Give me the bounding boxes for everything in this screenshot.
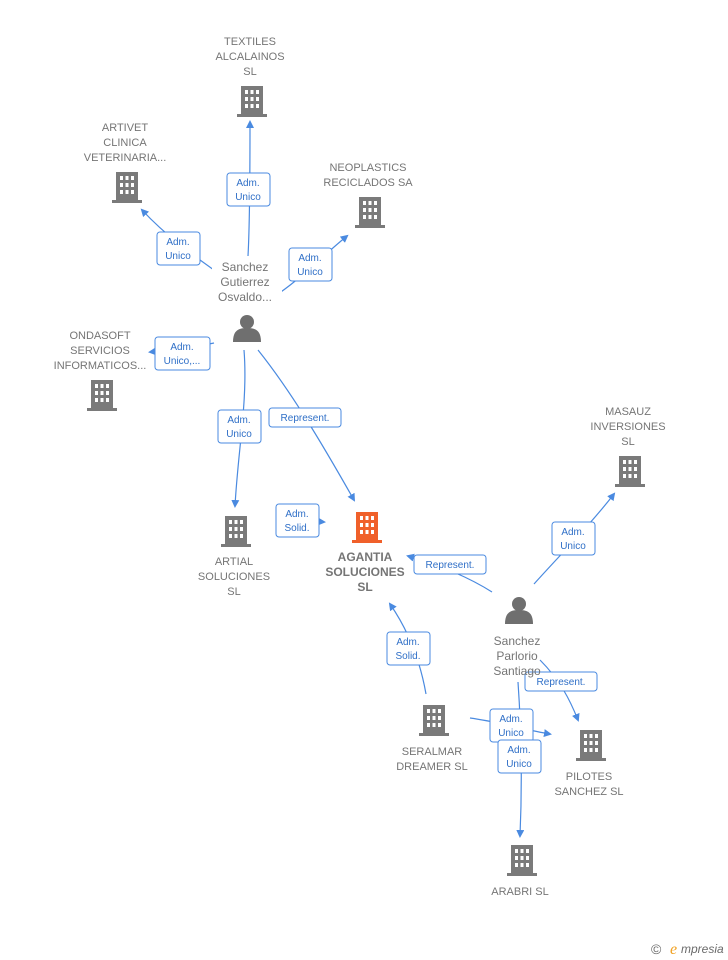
copyright-icon: © — [651, 941, 662, 957]
edges — [140, 120, 616, 838]
node-label: ONDASOFT — [69, 330, 130, 342]
building-icon — [615, 456, 645, 487]
node-label: Santiago — [493, 664, 541, 678]
node-ondasoft[interactable]: ONDASOFT SERVICIOS INFORMATICOS... — [54, 330, 147, 411]
node-artial[interactable]: ARTIAL SOLUCIONES SL — [198, 516, 270, 598]
building-icon — [576, 730, 606, 761]
edge-label-text: Represent. — [281, 413, 330, 424]
node-label: SL — [621, 436, 634, 448]
node-label: Osvaldo... — [218, 290, 272, 304]
edge-label-e8[interactable]: Represent. — [413, 554, 487, 575]
edge-label-text: Adm. — [170, 342, 193, 353]
edge-label-e7[interactable]: Adm. Solid. — [275, 503, 320, 538]
node-label: INVERSIONES — [590, 421, 665, 433]
brand-initial: e — [670, 941, 677, 958]
edge-label-text: Unico — [165, 251, 191, 262]
node-label: Sanchez — [494, 634, 541, 648]
node-label: SL — [357, 580, 372, 594]
building-icon — [87, 380, 117, 411]
brand-footer[interactable]: © e mpresia — [651, 941, 724, 958]
node-label: DREAMER SL — [396, 761, 468, 773]
edge-label-text: Unico,... — [164, 356, 201, 367]
node-label: SERVICIOS — [70, 345, 130, 357]
edge-label-text: Adm. — [285, 509, 308, 520]
edge-label-text: Solid. — [284, 523, 309, 534]
edge-label-e9[interactable]: Adm. Unico — [551, 521, 596, 556]
edge-label-text: Unico — [226, 429, 252, 440]
node-label: AGANTIA — [338, 550, 393, 564]
edge-label-e10[interactable]: Adm. Solid. — [386, 631, 431, 666]
node-neoplastics[interactable]: NEOPLASTICS RECICLADOS SA — [323, 162, 413, 228]
building-icon — [355, 197, 385, 228]
edge-label-text: Unico — [506, 759, 532, 770]
node-label: Sanchez — [222, 260, 269, 274]
edge-label-e6[interactable]: Represent. — [268, 407, 342, 428]
node-seralmar[interactable]: SERALMAR DREAMER SL — [396, 705, 468, 773]
edge-label-text: Solid. — [395, 651, 420, 662]
node-agantia[interactable]: AGANTIA SOLUCIONES SL — [325, 512, 405, 594]
edge-label-text: Unico — [560, 541, 586, 552]
node-label: RECICLADOS SA — [323, 177, 413, 189]
edge-labels: Adm. Unico Adm. Unico Adm. Unico Adm. Un… — [154, 172, 598, 774]
node-masauz[interactable]: MASAUZ INVERSIONES SL — [590, 406, 666, 487]
node-label: SANCHEZ SL — [554, 786, 623, 798]
building-icon — [237, 86, 267, 117]
node-label: Parlorio — [496, 649, 538, 663]
node-label: Gutierrez — [220, 275, 269, 289]
building-icon — [352, 512, 382, 543]
edge-label-text: Adm. — [396, 637, 419, 648]
node-textiles[interactable]: TEXTILES ALCALAINOS SL — [215, 36, 285, 117]
edge-label-text: Adm. — [561, 527, 584, 538]
node-sanchez-parlorio[interactable]: Sanchez Parlorio Santiago — [493, 597, 541, 678]
brand-name: mpresia — [681, 942, 724, 956]
edge-label-e5[interactable]: Adm. Unico — [217, 409, 262, 444]
edge-label-text: Adm. — [499, 714, 522, 725]
person-label-backdrop — [212, 258, 282, 304]
edge-label-e11[interactable]: Represent. — [524, 671, 598, 692]
edge-label-text: Represent. — [537, 677, 586, 688]
edge-label-text: Adm. — [166, 237, 189, 248]
node-label: NEOPLASTICS — [329, 162, 406, 174]
node-label: ALCALAINOS — [215, 51, 284, 63]
edge-label-e1[interactable]: Adm. Unico — [226, 172, 271, 207]
node-label: SOLUCIONES — [198, 571, 270, 583]
node-arabri[interactable]: ARABRI SL — [491, 845, 549, 898]
edge-label-text: Adm. — [507, 745, 530, 756]
person-icon — [505, 597, 533, 624]
node-sanchez-gutierrez[interactable]: Sanchez Gutierrez Osvaldo... — [212, 258, 282, 342]
edge-label-e13[interactable]: Adm. Unico — [497, 739, 542, 774]
node-label: PILOTES — [566, 771, 612, 783]
node-label: TEXTILES — [224, 36, 276, 48]
edge-label-e12[interactable]: Adm. Unico — [489, 708, 534, 743]
edge-label-e2[interactable]: Adm. Unico — [156, 231, 201, 266]
edge-label-text: Unico — [235, 192, 261, 203]
edge-label-text: Adm. — [236, 178, 259, 189]
node-label: SL — [227, 586, 240, 598]
node-label: INFORMATICOS... — [54, 360, 147, 372]
building-icon — [419, 705, 449, 736]
node-label: VETERINARIA... — [84, 152, 167, 164]
edge-label-text: Represent. — [426, 560, 475, 571]
node-label: SOLUCIONES — [325, 565, 404, 579]
node-label: ARTIAL — [215, 556, 253, 568]
edge-label-text: Unico — [297, 267, 323, 278]
node-artivet[interactable]: ARTIVET CLINICA VETERINARIA... — [84, 122, 167, 203]
edge-label-text: Adm. — [227, 415, 250, 426]
node-label: ARTIVET — [102, 122, 149, 134]
building-icon — [221, 516, 251, 547]
node-label: SERALMAR — [402, 746, 463, 758]
edge-label-e4[interactable]: Adm. Unico,... — [154, 336, 211, 371]
edge-label-e3[interactable]: Adm. Unico — [288, 247, 333, 282]
node-label: ARABRI SL — [491, 886, 548, 898]
node-pilotes[interactable]: PILOTES SANCHEZ SL — [554, 730, 624, 798]
building-icon — [507, 845, 537, 876]
person-icon — [233, 315, 261, 342]
node-label: CLINICA — [103, 137, 147, 149]
edge-label-text: Unico — [498, 728, 524, 739]
edge-label-text: Adm. — [298, 253, 321, 264]
node-label: MASAUZ — [605, 406, 651, 418]
building-icon — [112, 172, 142, 203]
node-label: SL — [243, 66, 256, 78]
